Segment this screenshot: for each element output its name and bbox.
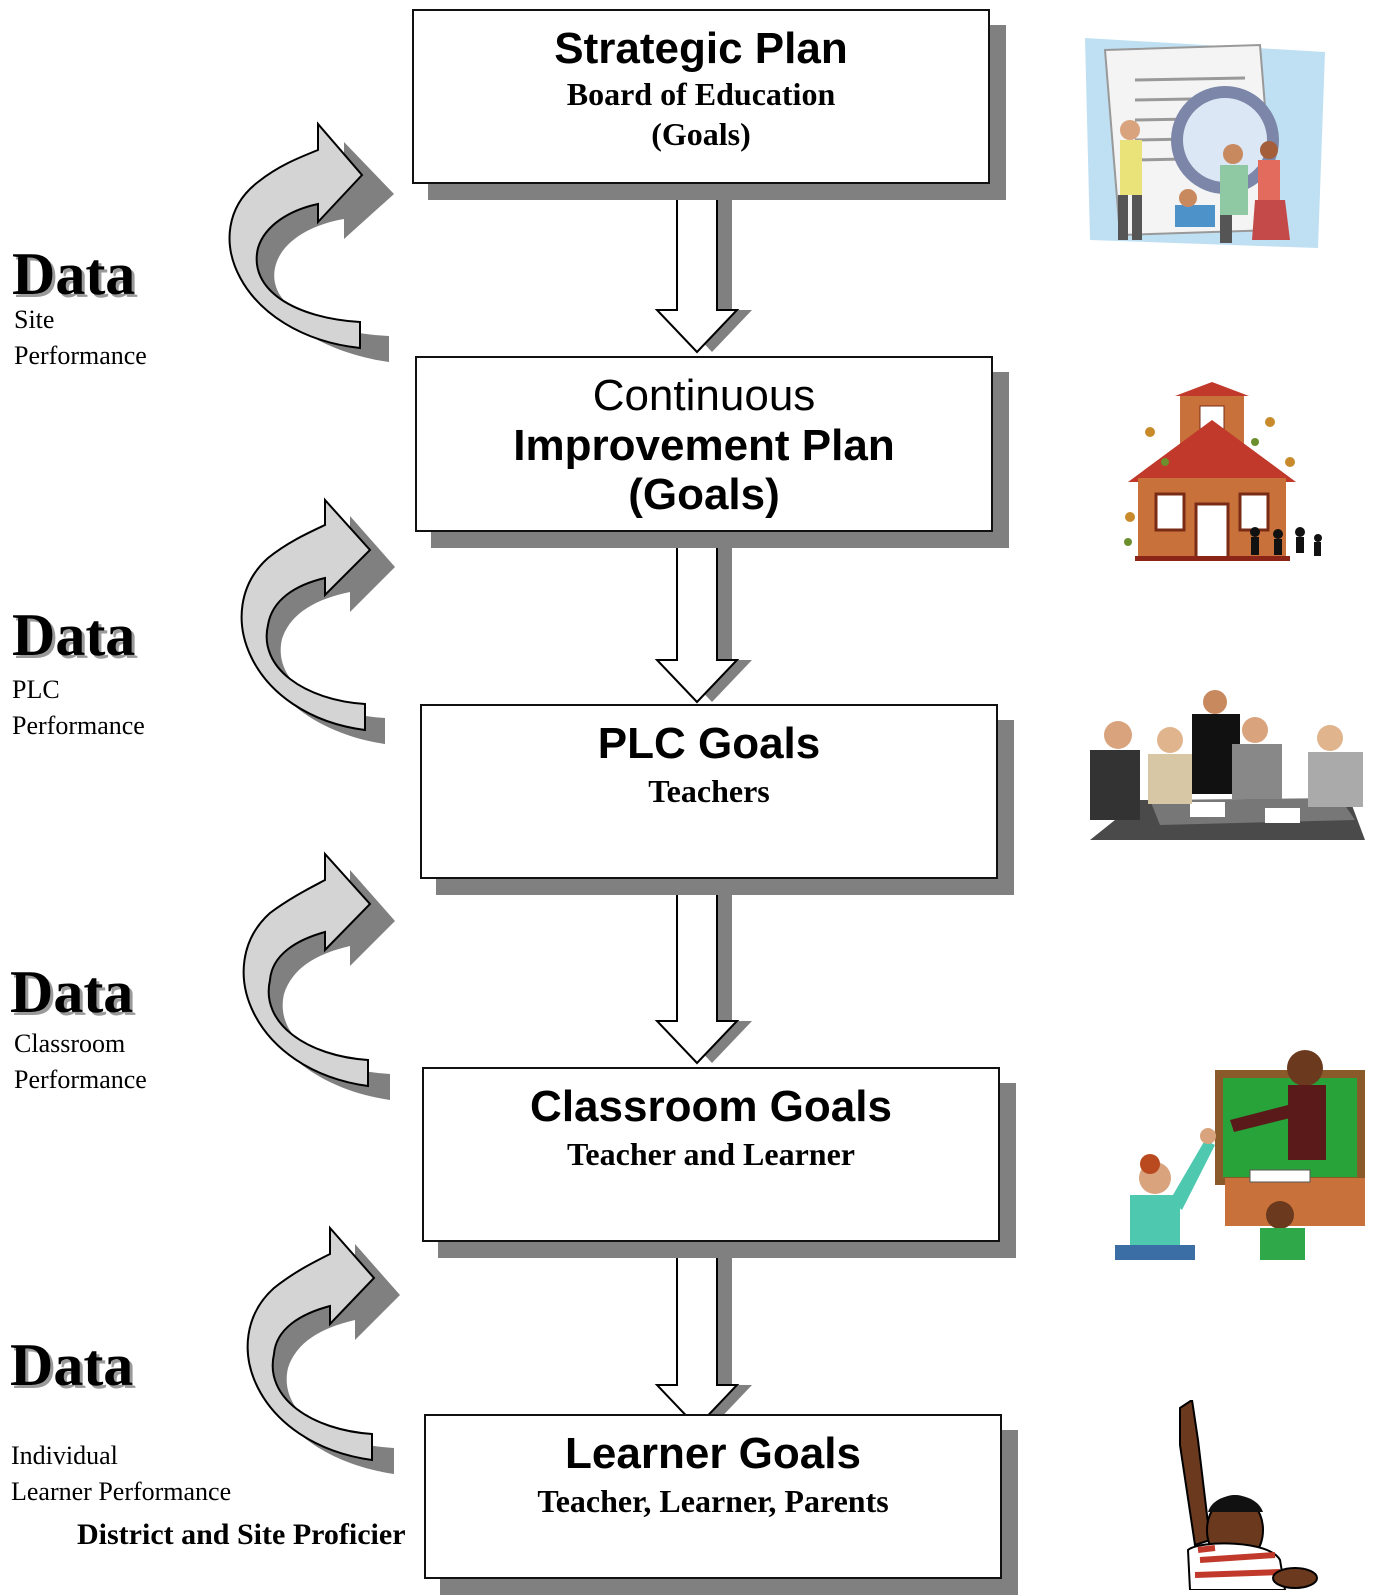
classroom-teacher-clipart-icon	[1115, 1050, 1365, 1260]
strategic-plan-box: Strategic Plan Board of Education (Goals…	[412, 9, 990, 184]
down-arrow-4	[656, 1256, 752, 1428]
meeting-clipart-icon	[1090, 690, 1365, 840]
data-label-site: Data	[12, 241, 136, 307]
footer-text: District and Site Proficier	[77, 1518, 406, 1551]
learner-goals-box: Learner Goals Teacher, Learner, Parents	[424, 1414, 1002, 1579]
box-title: Classroom Goals	[530, 1082, 892, 1131]
down-arrow-1	[656, 181, 752, 353]
box-title: Strategic Plan	[554, 24, 848, 73]
data-sub-individual: Individual Learner Performance	[11, 1438, 231, 1510]
data-sub-classroom: Classroom Performance	[14, 1026, 147, 1098]
curved-arrow-2	[240, 497, 395, 744]
data-sub-line2: Performance	[14, 341, 147, 370]
box-subtitle: Board of Education	[566, 75, 836, 112]
data-sub-line2: Performance	[12, 711, 145, 740]
box-title: Continuous	[592, 371, 816, 420]
box-subtitle: Teachers	[648, 772, 770, 809]
data-sub-line1: PLC	[12, 675, 60, 704]
schoolhouse-clipart-icon	[1124, 382, 1322, 561]
data-sub-plc: PLC Performance	[12, 672, 145, 744]
data-sub-line1: Individual	[11, 1441, 118, 1470]
data-label-plc: Data	[12, 602, 136, 668]
data-sub-line2: Performance	[14, 1065, 147, 1094]
research-team-clipart-icon	[1085, 38, 1325, 248]
down-arrow-2	[656, 531, 752, 703]
curved-arrow-3	[242, 851, 395, 1100]
box-goals: (Goals)	[628, 470, 780, 520]
data-sub-line1: Classroom	[14, 1029, 126, 1058]
data-label-classroom: Data	[10, 959, 134, 1025]
down-arrow-3	[656, 892, 752, 1064]
plc-goals-box: PLC Goals Teachers	[420, 704, 998, 879]
data-sub-line1: Site	[14, 305, 55, 334]
classroom-goals-box: Classroom Goals Teacher and Learner	[422, 1067, 1000, 1242]
box-subtitle: Teacher, Learner, Parents	[537, 1482, 889, 1519]
data-sub-line2: Learner Performance	[11, 1477, 232, 1506]
data-label-individual: Data	[10, 1332, 134, 1398]
box-subtitle: Improvement Plan	[513, 420, 895, 470]
box-goals: (Goals)	[651, 116, 751, 153]
data-sub-site: Site Performance	[14, 302, 147, 374]
curved-arrow-4	[246, 1225, 400, 1474]
continuous-improvement-plan-box: Continuous Improvement Plan (Goals)	[415, 356, 993, 532]
box-subtitle: Teacher and Learner	[567, 1135, 855, 1172]
box-title: Learner Goals	[565, 1429, 861, 1478]
box-title: PLC Goals	[597, 719, 821, 768]
student-raised-hand-clipart-icon	[1179, 1400, 1318, 1590]
curved-arrow-1	[228, 121, 394, 362]
